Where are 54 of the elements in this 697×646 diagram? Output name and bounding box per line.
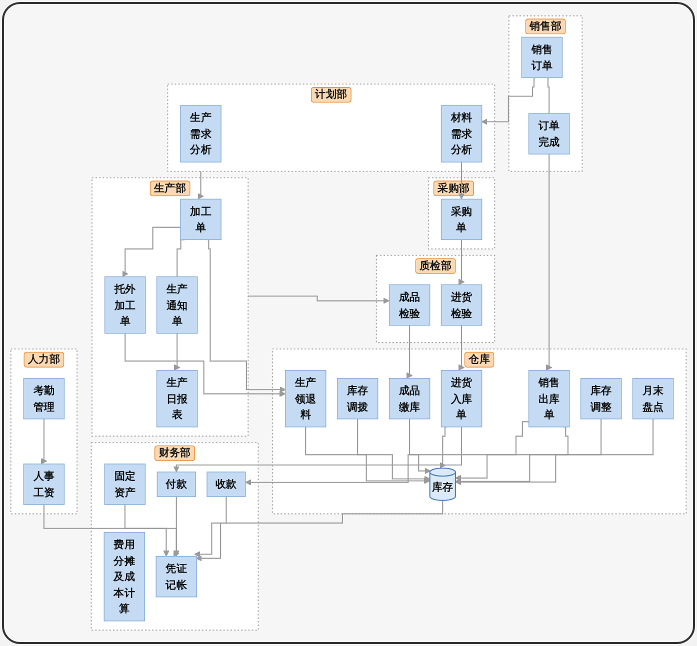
arrow xyxy=(454,421,529,482)
arrow xyxy=(173,496,180,557)
node-box: 月末盘点 xyxy=(632,378,674,420)
arrow xyxy=(198,170,204,200)
node-box: 成品检验 xyxy=(388,284,430,326)
arrow xyxy=(122,226,180,277)
arrow xyxy=(458,239,465,286)
node-box: 固定资产 xyxy=(104,464,146,505)
arrow xyxy=(40,418,48,464)
arrow xyxy=(206,239,286,393)
arrow xyxy=(245,426,568,486)
arrow xyxy=(409,418,431,474)
node-box: 托外加工单 xyxy=(104,276,146,334)
arrow xyxy=(124,332,286,397)
arrow xyxy=(406,324,413,379)
arrow xyxy=(173,426,462,472)
node-box: 订单完成 xyxy=(528,113,570,154)
arrow xyxy=(458,162,465,200)
node-box: 材料需求分析 xyxy=(440,105,482,162)
arrow xyxy=(357,418,430,482)
arrow xyxy=(305,426,430,484)
node-box: 生产日报表 xyxy=(156,370,198,428)
node-box: 生产通知单 xyxy=(156,276,198,334)
node-box: 采购单 xyxy=(440,198,482,240)
arrow xyxy=(440,426,448,468)
arrow xyxy=(546,154,552,371)
node-box: 销售出库单 xyxy=(528,370,570,428)
arrow xyxy=(174,332,180,371)
node-box: 凭证记帐 xyxy=(156,556,198,598)
arrow xyxy=(455,418,654,486)
arrow xyxy=(455,418,602,484)
node-box: 费用分摊及成本计算 xyxy=(104,532,146,622)
node-box: 人事工资 xyxy=(23,464,65,505)
arrow xyxy=(248,296,390,304)
arrow xyxy=(196,500,444,562)
node-box: 成品缴库 xyxy=(388,378,430,420)
arrow xyxy=(481,77,536,125)
arrow xyxy=(124,504,180,557)
node-box: 进货检验 xyxy=(440,284,482,326)
arrow xyxy=(194,496,227,558)
node-box: 进货入库单 xyxy=(440,370,482,428)
node-box: 销售订单 xyxy=(521,36,563,78)
node-box: 生产领退料 xyxy=(284,370,326,428)
node-box: 考勤管理 xyxy=(23,378,65,420)
arrow xyxy=(43,504,170,557)
node-box: 生产需求分析 xyxy=(180,105,222,162)
connector xyxy=(546,77,550,114)
node-box: 收款 xyxy=(206,472,246,497)
node-box: 库存调整 xyxy=(580,378,622,420)
node-box: 加工单 xyxy=(180,198,222,240)
arrow xyxy=(458,324,465,371)
connector xyxy=(176,239,184,278)
node-box: 库存调拨 xyxy=(336,378,378,420)
node-box: 付款 xyxy=(156,472,196,497)
